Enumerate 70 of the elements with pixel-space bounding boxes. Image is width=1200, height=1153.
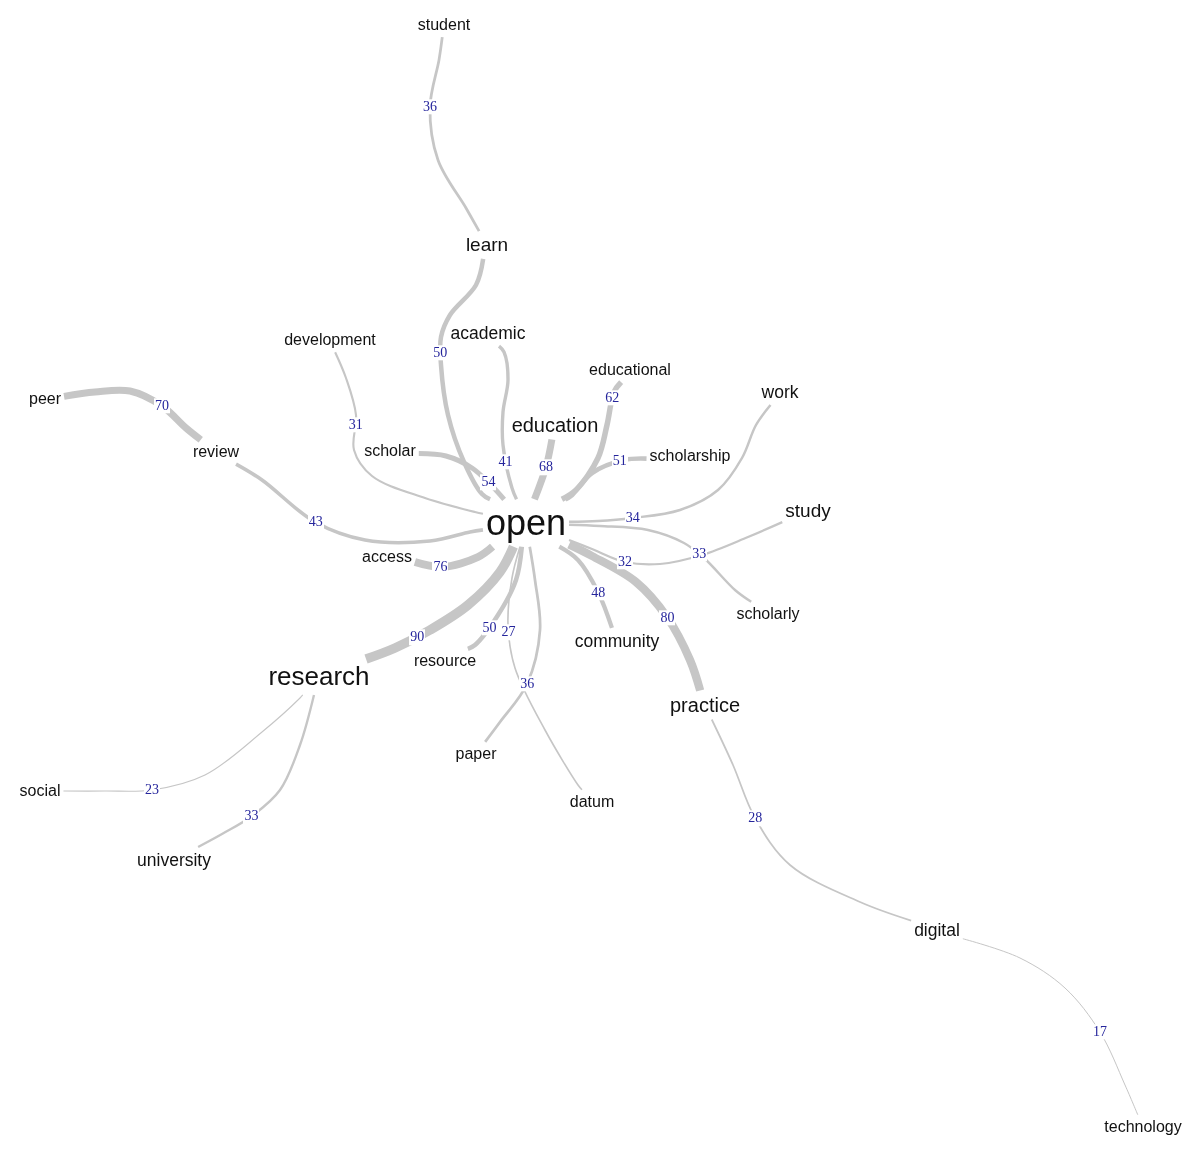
word-label: access — [362, 547, 412, 567]
edge-label: 62 — [604, 389, 621, 406]
link-line — [962, 938, 1139, 1116]
word-label: scholar — [364, 441, 416, 461]
edge-label: 27 — [500, 624, 517, 641]
edge-label: 41 — [497, 453, 514, 470]
edge-label: 31 — [347, 417, 364, 433]
word-label: scholarly — [736, 604, 800, 624]
edge-label: 70 — [154, 398, 170, 414]
word-label: learn — [465, 234, 509, 256]
link-line — [531, 438, 556, 501]
word-label: social — [19, 781, 61, 801]
link-line — [569, 404, 772, 524]
link-line — [413, 543, 496, 571]
link-line — [334, 351, 484, 515]
word-label: digital — [914, 919, 960, 941]
link-line — [62, 694, 304, 792]
link-line — [235, 462, 484, 545]
edge-label: 51 — [611, 453, 628, 469]
link-line — [569, 523, 752, 603]
word-label: work — [761, 381, 799, 403]
link-line — [484, 546, 542, 743]
word-label: student — [417, 15, 471, 35]
link-line — [467, 546, 525, 651]
word-label: academic — [450, 322, 526, 344]
edge-label: 48 — [590, 584, 607, 601]
edge-label: 90 — [409, 629, 426, 645]
link-line — [507, 545, 583, 791]
word-label: paper — [455, 744, 497, 764]
word-label: research — [268, 662, 370, 692]
link-line — [560, 380, 624, 502]
word-label: practice — [670, 693, 740, 717]
link-line — [63, 386, 203, 443]
edge-label: 50 — [481, 619, 498, 636]
word-label: review — [192, 442, 240, 462]
word-label: resource — [413, 651, 477, 671]
edge-label: 80 — [659, 609, 676, 626]
word-label: university — [137, 849, 211, 871]
word-label: educational — [589, 360, 671, 380]
word-label: community — [574, 630, 660, 652]
word-label: education — [511, 413, 599, 437]
link-line — [418, 451, 506, 501]
edge-label: 36 — [422, 98, 438, 115]
link-line — [197, 694, 316, 848]
edge-label: 32 — [617, 554, 633, 570]
word-label: scholarship — [649, 446, 731, 466]
edge-label: 33 — [243, 808, 260, 825]
link-line — [437, 258, 492, 502]
link-line — [364, 544, 518, 664]
edge-label: 68 — [537, 459, 554, 476]
link-line — [558, 544, 614, 629]
edge-label: 17 — [1092, 1024, 1108, 1040]
word-label: open — [485, 502, 567, 544]
word-label: development — [284, 330, 376, 350]
link-line — [497, 344, 519, 500]
link-line — [428, 37, 481, 232]
edge-label: 33 — [691, 546, 708, 562]
link-line — [568, 521, 783, 566]
word-label: technology — [1104, 1117, 1182, 1137]
link-line — [564, 456, 647, 502]
edge-label: 50 — [432, 344, 449, 361]
edge-label: 43 — [307, 514, 324, 531]
link-line — [710, 718, 912, 922]
edge-label: 36 — [519, 675, 536, 692]
link-line — [567, 540, 705, 692]
word-label: study — [785, 500, 831, 522]
word-label: datum — [569, 792, 615, 812]
edge-label: 54 — [480, 474, 497, 491]
edge-label: 28 — [747, 810, 764, 826]
word-label: peer — [29, 389, 61, 409]
